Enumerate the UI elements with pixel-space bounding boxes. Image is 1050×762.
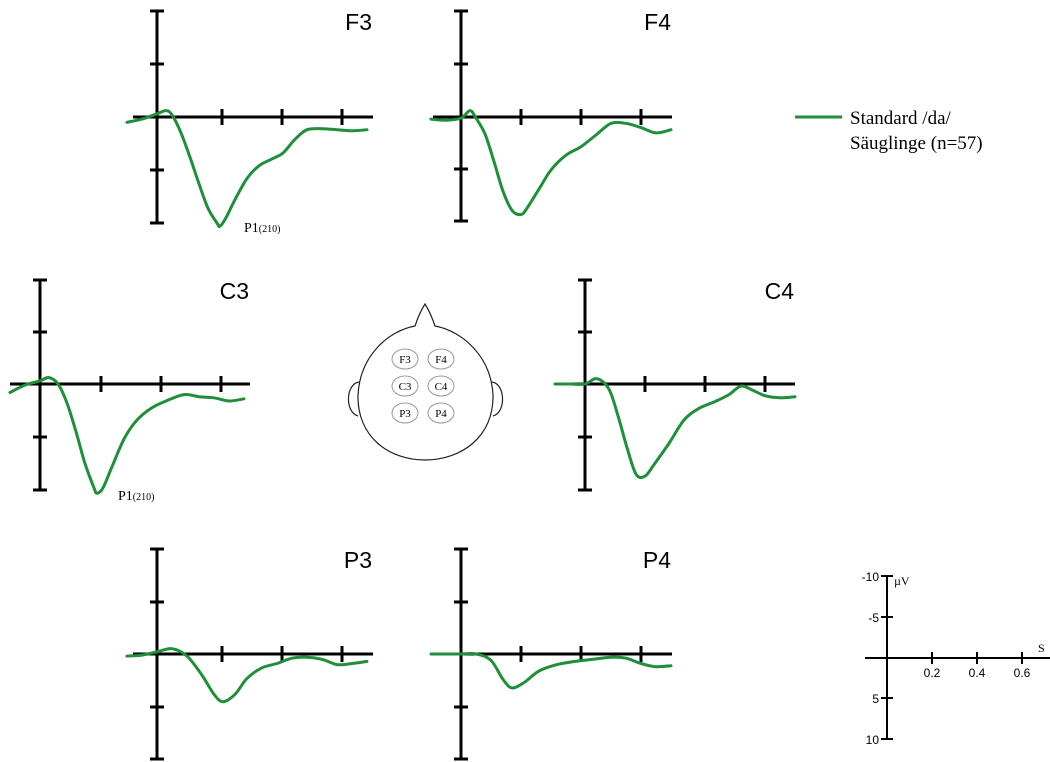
panel-c3: C3 P1(210) [8, 278, 250, 504]
scale-y-tick-label: 10 [866, 733, 880, 747]
electrode-p4-label: P4 [435, 408, 447, 420]
scale-x-tick-label: 0.4 [969, 666, 986, 680]
panel-p4-title: P4 [643, 547, 671, 573]
electrode-c3-marker [391, 375, 419, 397]
electrode-f4-marker [427, 348, 455, 370]
scale-y-unit-label: µV [894, 574, 910, 588]
legend-label-line1: Standard /da/ [850, 108, 952, 129]
electrode-f3-marker [391, 348, 419, 370]
electrode-f4: F4 [427, 348, 455, 370]
panel-f3: F3 P1(210) [125, 9, 373, 236]
electrode-p3-label: P3 [399, 408, 411, 420]
electrode-f4-label: F4 [435, 354, 447, 366]
scale-x-unit-label: S [1038, 641, 1045, 655]
electrode-montage-head: F3 F4 C3 C4 P3 P4 [347, 302, 504, 461]
panel-f3-title: F3 [345, 9, 372, 35]
scale-y-tick-label: -5 [868, 611, 879, 625]
scale-x-tick-label: 0.6 [1014, 666, 1031, 680]
panel-c4-title: C4 [765, 278, 795, 304]
panel-f4-title: F4 [644, 9, 671, 35]
panel-f3-peak-label: P1(210) [244, 221, 280, 236]
electrode-c3: C3 [391, 375, 419, 397]
panel-p3-trace [125, 647, 369, 704]
head-right-ear [490, 381, 504, 417]
panel-p3-title: P3 [344, 547, 372, 573]
panel-c4-trace [553, 377, 797, 480]
electrode-f3: F3 [391, 348, 419, 370]
electrode-f3-label: F3 [399, 354, 411, 366]
electrode-c3-label: C3 [399, 381, 412, 393]
panel-p4-trace [429, 652, 673, 690]
electrode-c4-marker [427, 375, 455, 397]
electrode-p4: P4 [427, 402, 455, 424]
scale-y-tick-label: -10 [862, 570, 880, 584]
panel-p4: P4 [429, 547, 673, 761]
electrode-c4: C4 [427, 375, 455, 397]
electrode-c4-label: C4 [435, 381, 448, 393]
electrode-p3-marker [391, 402, 419, 424]
electrode-p4-marker [427, 402, 455, 424]
panel-f4-trace [429, 109, 673, 217]
scale-y-tick-label: 5 [872, 692, 879, 706]
electrode-p3: P3 [391, 402, 419, 424]
head-outline [357, 302, 494, 461]
panel-c3-title: C3 [220, 278, 249, 304]
legend-label-line2: Säuglinge (n=57) [850, 133, 983, 154]
scale-x-tick-label: 0.2 [924, 666, 941, 680]
head-left-ear [347, 381, 361, 417]
legend: Standard /da/ Säuglinge (n=57) [795, 108, 983, 154]
panel-c3-peak-label: P1(210) [118, 489, 154, 504]
scale-axes: -10 -5 5 10 0.2 0.4 0.6 µV S [862, 570, 1050, 747]
panel-c3-trace [8, 376, 246, 495]
panel-f4: F4 [429, 9, 673, 223]
panel-p3: P3 [125, 547, 373, 761]
panel-f3-trace [125, 109, 369, 228]
panel-c4: C4 [553, 278, 797, 492]
